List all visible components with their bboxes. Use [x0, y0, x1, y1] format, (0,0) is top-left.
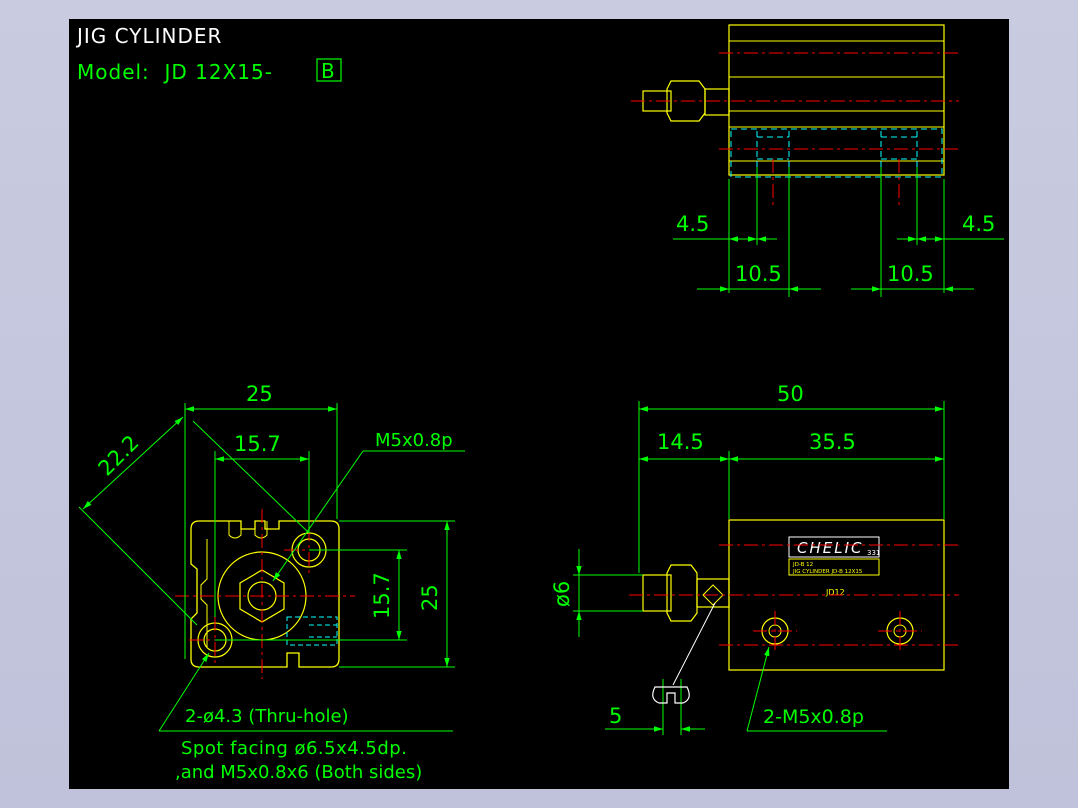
model-variant-box [316, 58, 342, 82]
dim-side-right-span: 10.5 [887, 262, 934, 286]
end-port-label: M5x0.8p [375, 430, 453, 451]
plate-line-2: JIG CYLINDER JD-B 12X15 [792, 569, 863, 575]
dim-front-flat: 5 [609, 704, 622, 728]
dim-side-right-offset: 4.5 [962, 212, 995, 236]
dim-front-rod: 14.5 [657, 430, 704, 454]
dim-side-left-span: 10.5 [735, 262, 782, 286]
hole-note-thread: ,and M5x0.8x6 (Both sides) [175, 762, 422, 783]
dim-end-inner: 15.7 [234, 432, 281, 456]
model-variant: B [321, 59, 335, 83]
dim-end-vertical-inner: 15.7 [370, 572, 394, 619]
dim-end-width: 25 [246, 382, 273, 406]
drawing-canvas: JIG CYLINDER Model: JD 12X15- B [75, 24, 1004, 783]
drawing-title: JIG CYLINDER [75, 24, 222, 48]
plate-line-1: JD-B 12 [792, 562, 813, 568]
cad-viewport[interactable]: JIG CYLINDER Model: JD 12X15- B [69, 19, 1009, 789]
dim-end-diagonal: 22.2 [94, 430, 144, 480]
body-mark: JD12 [825, 588, 845, 597]
hole-note-thru: 2-ø4.3 (Thru-hole) [185, 706, 349, 727]
end-view: 25 15.7 25 15.7 22.2 M5x0.8p 2-ø4.3 (Thr… [78, 382, 465, 783]
dim-front-body: 35.5 [809, 430, 856, 454]
dim-front-rod-dia: ø6 [550, 581, 574, 607]
hole-note-spotface: Spot facing ø6.5x4.5dp. [181, 738, 407, 759]
brand-logo: CHELIC [797, 539, 864, 557]
dim-side-left-offset: 4.5 [676, 212, 709, 236]
dim-end-height: 25 [418, 584, 442, 611]
front-port-label: 2-M5x0.8p [763, 706, 864, 728]
front-view: CHELIC 331 JD-B 12 JIG CYLINDER JD-B 12X… [550, 382, 959, 735]
model-label: Model: JD 12X15- [77, 60, 273, 84]
brand-code: 331 [867, 549, 880, 557]
side-view: 4.5 4.5 10.5 10.5 [631, 24, 1004, 297]
dim-front-total: 50 [777, 382, 804, 406]
